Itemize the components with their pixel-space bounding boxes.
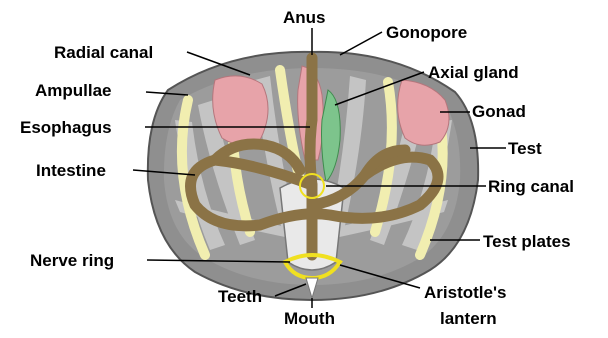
label-test-plates: Test plates	[483, 233, 571, 251]
label-ampullae: Ampullae	[35, 82, 112, 100]
label-mouth: Mouth	[284, 310, 335, 328]
label-gonad: Gonad	[472, 103, 526, 121]
label-radial-canal: Radial canal	[54, 44, 153, 62]
label-intestine: Intestine	[36, 162, 106, 180]
label-test: Test	[508, 140, 542, 158]
gonad-left	[213, 76, 268, 145]
label-aristotles-lantern-line2: lantern	[440, 310, 497, 328]
label-nerve-ring: Nerve ring	[30, 252, 114, 270]
label-ring-canal: Ring canal	[488, 178, 574, 196]
label-axial-gland: Axial gland	[428, 64, 519, 82]
label-anus: Anus	[283, 9, 326, 27]
label-esophagus: Esophagus	[20, 119, 112, 137]
label-gonopore: Gonopore	[386, 24, 467, 42]
label-aristotles-lantern-line1: Aristotle's	[424, 284, 506, 302]
label-teeth: Teeth	[218, 288, 262, 306]
